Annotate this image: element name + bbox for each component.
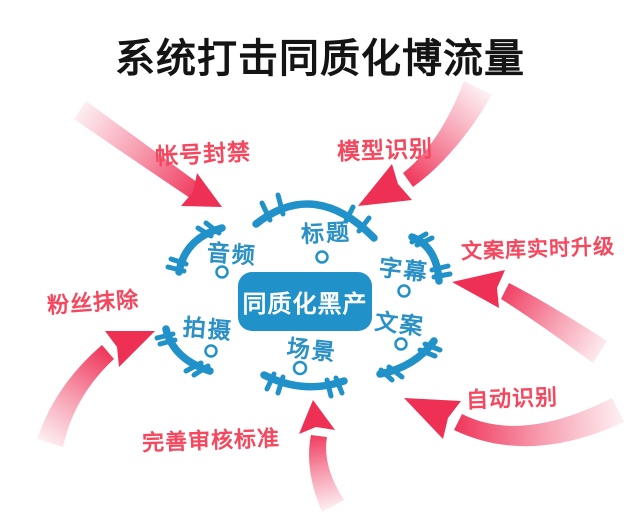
center-node-label: 同质化黑产: [242, 291, 368, 318]
arc-title: [252, 192, 378, 242]
arc-scene: [260, 371, 348, 399]
factor-audio: 音频: [206, 239, 258, 269]
bullet-circle-shooting: [204, 344, 218, 358]
arc-subtitle: [408, 231, 453, 285]
bullet-circle-copywriting: [394, 337, 408, 351]
countermeasure-copy-library-upgrade: 文案库实时升级: [460, 235, 616, 264]
arc-audio: [165, 220, 226, 276]
bullet-circle-subtitle: [397, 284, 411, 298]
arrow-review-standards: [299, 400, 344, 512]
factor-copywriting: 文案: [373, 308, 427, 340]
arrow-model-recognition: [358, 81, 492, 206]
arrow-copy-library-upgrade: [452, 270, 607, 363]
countermeasure-auto-recognition: 自动识别: [465, 384, 559, 413]
countermeasure-review-standards: 完善审核标准: [141, 425, 281, 456]
countermeasure-account-ban: 帐号封禁: [154, 138, 252, 170]
bullet-circle-scene: [292, 360, 308, 376]
factor-scene: 场景: [285, 334, 339, 366]
page-title: 系统打击同质化博流量: [115, 37, 525, 81]
countermeasure-model-recognition: 模型识别: [336, 135, 434, 165]
factor-subtitle: 字幕: [377, 254, 431, 286]
factor-title: 标题: [300, 218, 352, 248]
arrow-fan-removal: [37, 331, 155, 447]
arrow-auto-recognition: [404, 398, 624, 447]
bullet-circle-title: [315, 250, 329, 264]
arc-shooting: [154, 325, 214, 378]
countermeasure-fan-removal: 粉丝抹除: [46, 286, 140, 319]
arrow-account-ban: [74, 101, 222, 207]
factor-shooting: 拍摄: [181, 313, 234, 345]
bullet-circle-audio: [215, 265, 229, 279]
arc-copywriting: [376, 337, 443, 383]
center-node: 同质化黑产: [238, 272, 372, 331]
